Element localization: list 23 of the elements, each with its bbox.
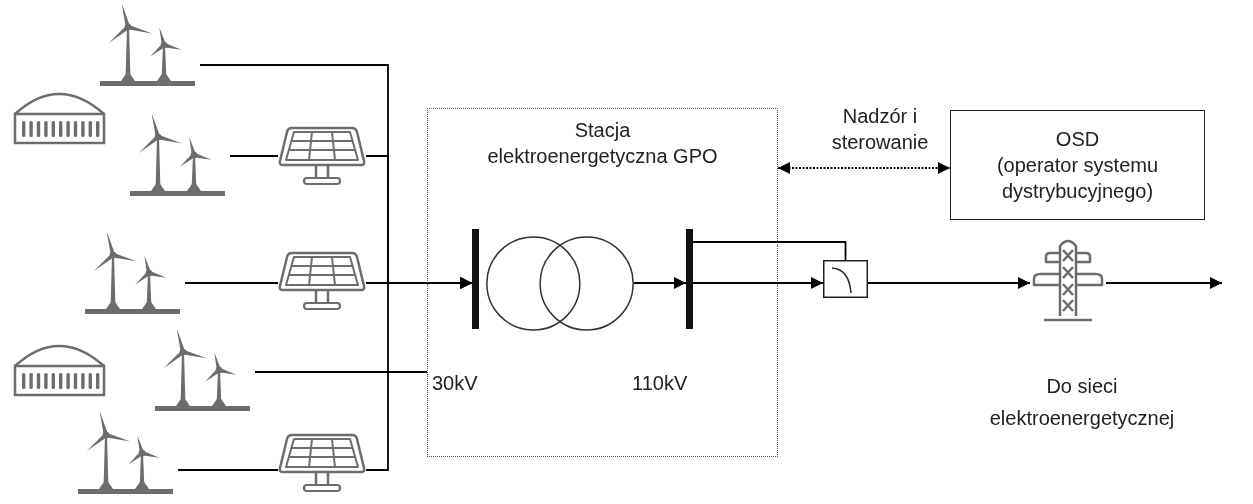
dashed-arrow <box>777 162 951 174</box>
arrow <box>692 277 824 289</box>
operator-label: (operator systemu dystrybucyjnego) <box>995 153 1160 204</box>
busbar <box>472 229 479 329</box>
connector-line <box>254 371 428 373</box>
connector-line <box>177 469 279 471</box>
grid-label: Do sieci elektroenergetycznej <box>988 374 1176 431</box>
station-title: Stacja elektroenergetyczna GPO <box>486 118 719 169</box>
substation-frame <box>427 108 778 457</box>
connector-line <box>229 155 279 157</box>
arrow <box>867 277 1031 289</box>
operator-label: OSD <box>1054 127 1101 152</box>
connector-line <box>184 282 279 284</box>
voltage-label: 30kV <box>432 371 479 396</box>
arrow <box>1105 277 1223 289</box>
arrow <box>633 277 687 289</box>
arrow <box>365 277 473 471</box>
busbar <box>686 229 693 329</box>
connector-line <box>692 241 847 261</box>
operator-box <box>950 110 1205 220</box>
voltage-label: 110kV <box>632 371 689 396</box>
metering-symbol <box>823 260 868 298</box>
transformer-symbol <box>486 236 634 331</box>
